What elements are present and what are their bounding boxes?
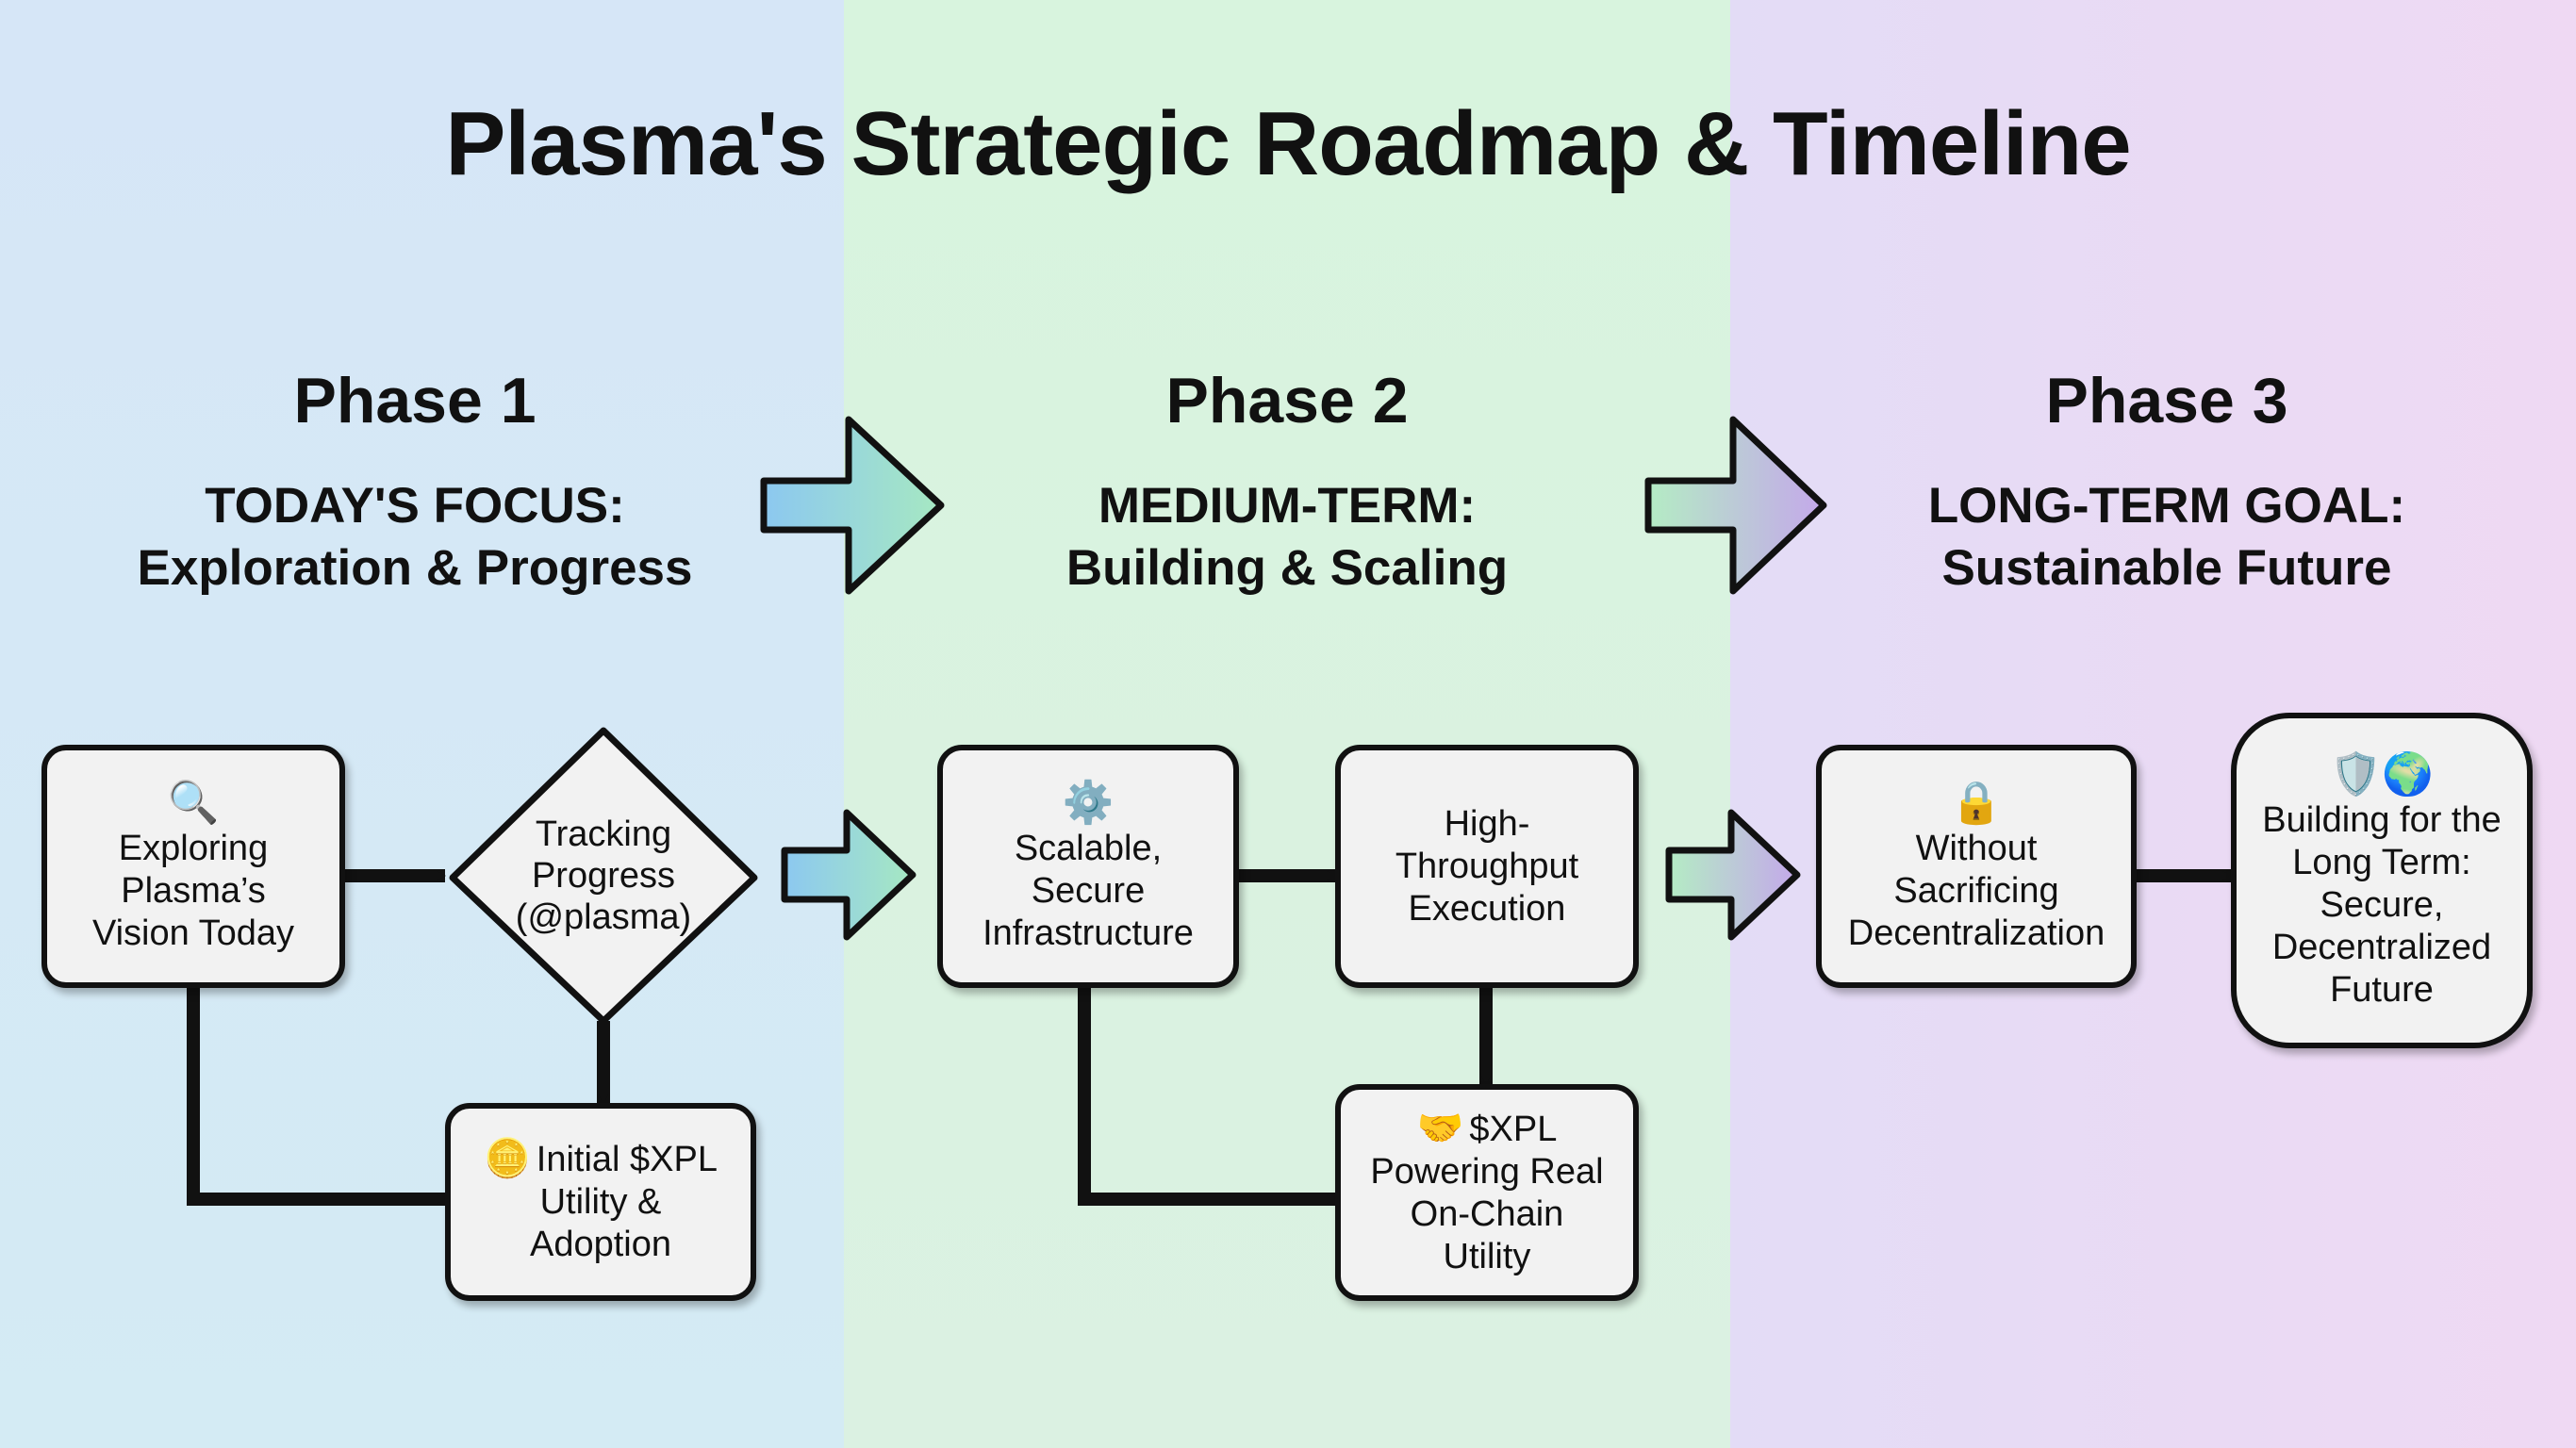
phase-1-subtitle-line2: Exploration & Progress [137,540,693,596]
node-initial-xpl-line1: Initial $XPL [536,1140,718,1179]
phase-2-header: Phase 2 MEDIUM-TERM: Building & Scaling [882,358,1693,600]
node-high-throughput-label: High- Throughput Execution [1395,803,1579,929]
node-xpl-powering-rest: Powering Real On-Chain Utility [1370,1151,1604,1276]
node-high-throughput: High- Throughput Execution [1335,745,1639,988]
handshake-icon: 🤝 [1416,1107,1464,1149]
phase-2-to-3-arrow [1644,416,1827,595]
node-exploring-vision-label: Exploring Plasma’s Vision Today [91,828,295,953]
connector-exploring-to-initial [187,988,446,1206]
node-xpl-powering-line1-wrap: 🤝$XPL [1417,1108,1558,1151]
node-initial-xpl: 🪙Initial $XPL Utility & Adoption [445,1103,756,1301]
node-tracking-progress-label: Tracking Progress (@plasma) [515,814,692,937]
page-title: Plasma's Strategic Roadmap & Timeline [445,93,2131,194]
phase-1-title: Phase 1 [293,365,537,436]
gear-icon: ⚙️ [1062,779,1115,826]
node-without-sacrificing: 🔒 Without Sacrificing Decentralization [1816,745,2137,988]
shield-globe-icon: 🛡️🌍 [2330,750,2434,798]
node-exploring-vision: 🔍 Exploring Plasma’s Vision Today [41,745,345,988]
phase-2-subtitle-line1: MEDIUM-TERM: [1098,478,1477,534]
phase-1-header: Phase 1 TODAY'S FOCUS: Exploration & Pro… [9,358,820,600]
node-initial-xpl-rest: Utility & Adoption [529,1182,671,1264]
lock-icon: 🔒 [1950,779,2003,826]
node-initial-xpl-label: 🪙Initial $XPL [484,1138,718,1181]
node-building-long-term: 🛡️🌍 Building for the Long Term: Secure, … [2231,713,2533,1048]
node-without-sacrificing-label: Without Sacrificing Decentralization [1847,828,2105,953]
node-building-long-term-label: Building for the Long Term: Secure, Dece… [2262,799,2502,1010]
magnifier-icon: 🔍 [167,779,220,826]
node-scalable-infrastructure-label: Scalable, Secure Infrastructure [983,828,1194,953]
phase-3-title: Phase 3 [2045,365,2288,436]
node-xpl-powering: 🤝$XPL Powering Real On-Chain Utility [1335,1084,1639,1301]
node-xpl-powering-line1: $XPL [1469,1109,1558,1149]
phase-1-subtitle-line1: TODAY'S FOCUS: [205,478,625,534]
node-scalable-infrastructure: ⚙️ Scalable, Secure Infrastructure [937,745,1239,988]
coin-icon: 🪙 [483,1138,531,1179]
phase-3-header: Phase 3 LONG-TERM GOAL: Sustainable Futu… [1761,358,2572,600]
flow-1-to-2-arrow [781,809,916,941]
phase-3-subtitle-line2: Sustainable Future [1941,540,2392,596]
phase-1-subtitle: TODAY'S FOCUS: Exploration & Progress [9,475,820,600]
node-tracking-progress: Tracking Progress (@plasma) [453,731,754,1021]
phase-3-subtitle-line1: LONG-TERM GOAL: [1927,478,2406,534]
phase-2-title: Phase 2 [1165,365,1409,436]
phase-2-subtitle-line2: Building & Scaling [1065,540,1509,596]
phase-2-subtitle: MEDIUM-TERM: Building & Scaling [882,475,1693,600]
phase-3-subtitle: LONG-TERM GOAL: Sustainable Future [1761,475,2572,600]
connector-scalable-to-xpl [1078,988,1336,1206]
flow-2-to-3-arrow [1665,809,1801,941]
phase-1-to-2-arrow [760,416,945,595]
